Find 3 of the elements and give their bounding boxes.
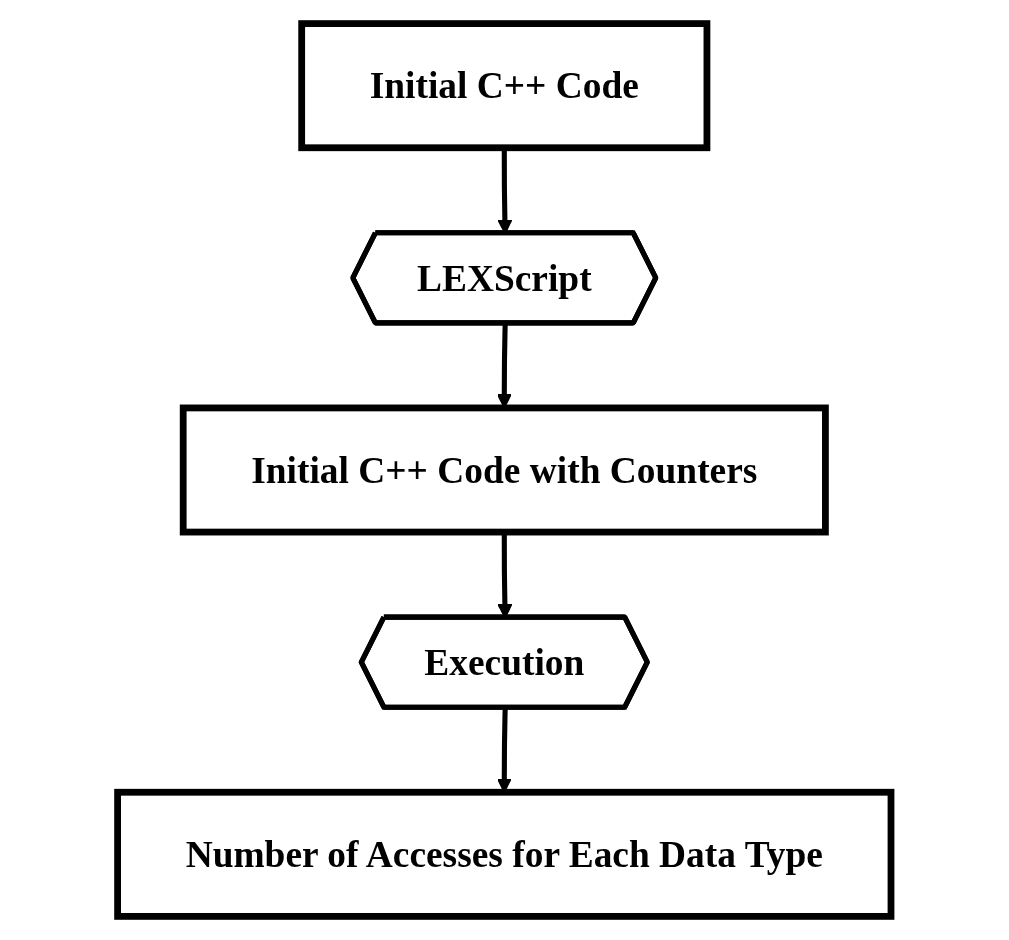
node-box: Initial C++ Code [298, 20, 711, 152]
node-box: Number of Accesses for Each Data Type [114, 788, 895, 920]
node-box: Initial C++ Code with Counters [180, 404, 829, 536]
